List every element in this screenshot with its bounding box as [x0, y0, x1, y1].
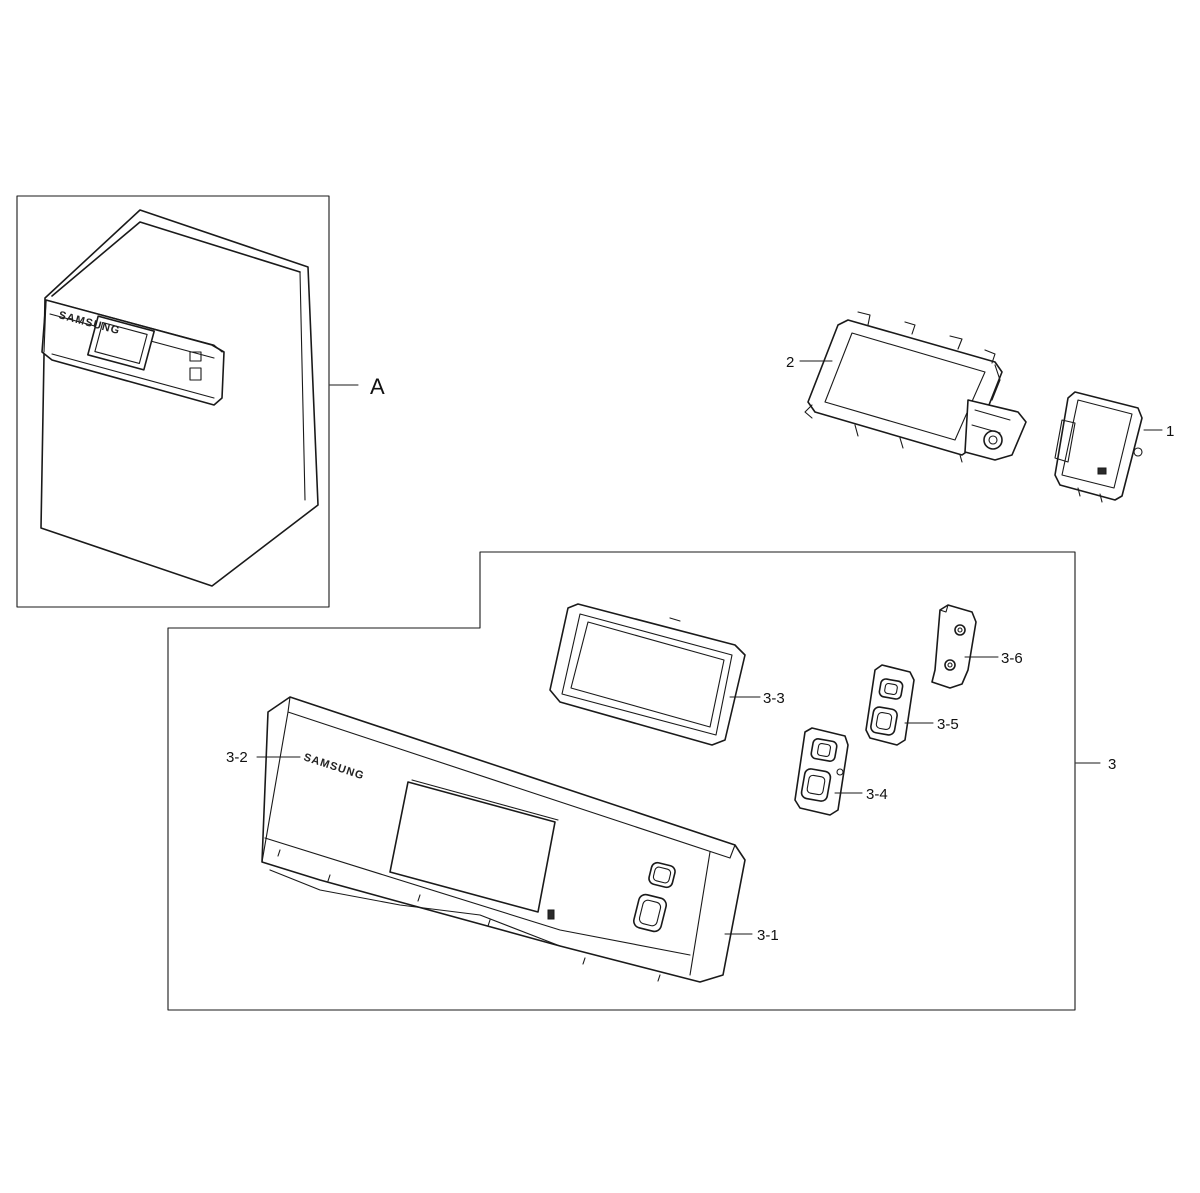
- label-part-3-4: 3-4: [866, 786, 888, 803]
- label-part-2: 2: [786, 354, 794, 371]
- part-2-display-bracket: 2: [786, 311, 1027, 463]
- label-part-1: 1: [1166, 423, 1174, 440]
- assembly-a-box: SAMSUNG A: [16, 195, 385, 608]
- part-3-4-button-holder: 3-4: [794, 727, 888, 816]
- label-part-3: 3: [1108, 756, 1116, 773]
- label-part-3-3: 3-3: [763, 690, 785, 707]
- part-3-3-window-frame: 3-3: [549, 603, 785, 746]
- label-part-3-6: 3-6: [1001, 650, 1023, 667]
- label-assembly-a: A: [370, 374, 385, 399]
- washer-control-panel: SAMSUNG: [41, 299, 225, 406]
- label-part-3-5: 3-5: [937, 716, 959, 733]
- part-3-6-side-bracket: 3-6: [931, 604, 1023, 689]
- assembly-3-box: 3: [167, 551, 1116, 1011]
- label-part-3-1: 3-1: [757, 927, 779, 944]
- part-3-5-button-insert: 3-5: [865, 664, 959, 746]
- part-3-1-control-panel: 3-1: [261, 696, 779, 983]
- label-part-3-2: 3-2: [226, 749, 248, 766]
- part-1-pcb-module: 1: [1054, 391, 1174, 503]
- washer-cabinet: [40, 209, 319, 587]
